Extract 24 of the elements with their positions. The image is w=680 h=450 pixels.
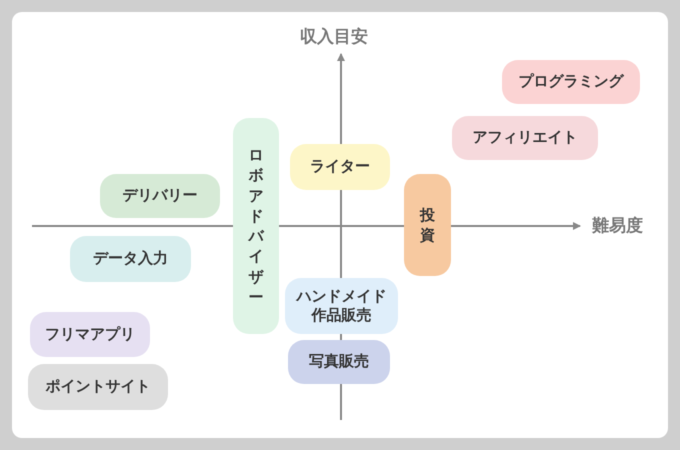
pill-label: ライター [310, 157, 370, 177]
pill-label: ハンドメイド作品販売 [294, 286, 388, 326]
category-pill [290, 144, 390, 190]
category-pill [285, 278, 398, 334]
category-pill [502, 60, 640, 104]
pill-label: デリバリー [122, 186, 198, 206]
pill-label: ロボアドバイザー [248, 145, 264, 307]
category-pill [30, 312, 150, 357]
axis-label: 難易度 [592, 215, 643, 237]
pill-label: アフィリエイト [472, 128, 578, 148]
category-pill [452, 116, 598, 160]
pill-label: データ入力 [93, 249, 168, 269]
category-pill [70, 236, 191, 282]
category-pill [288, 340, 390, 384]
pill-label: フリマアプリ [45, 324, 135, 344]
pill-label: 投資 [420, 204, 436, 246]
category-pill [233, 118, 279, 334]
category-pill [404, 174, 451, 276]
pill-label: ポイントサイト [46, 377, 150, 397]
pill-label: プログラミング [518, 72, 624, 92]
category-pill [28, 364, 168, 410]
pill-label: 写真販売 [309, 352, 369, 372]
axis-label: 収入目安 [300, 26, 368, 48]
category-pill [100, 174, 220, 218]
